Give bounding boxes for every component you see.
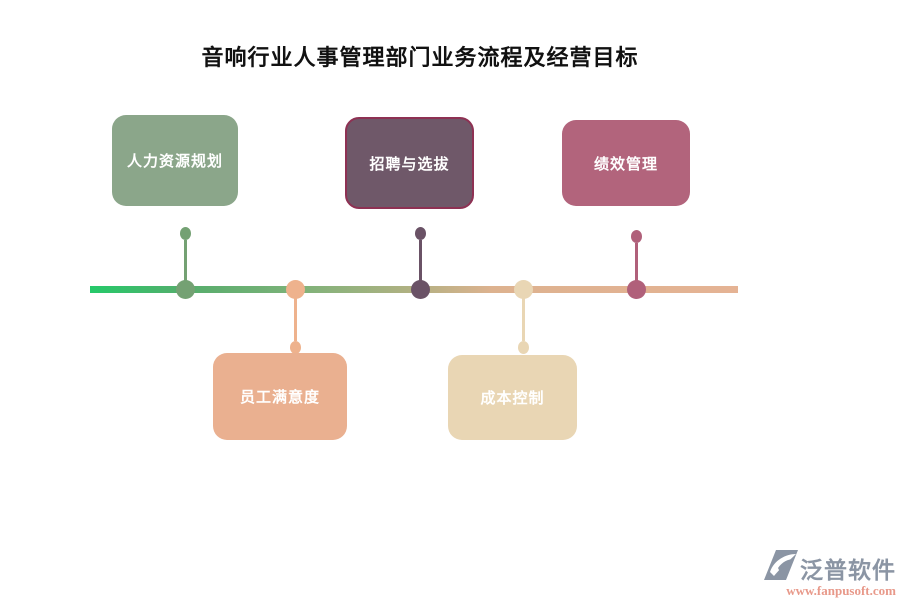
brand-name: 泛普软件	[800, 556, 896, 583]
connector-line	[419, 240, 422, 284]
brand-watermark: 泛普软件 www.fanpusoft.com	[744, 550, 896, 599]
connector-line	[294, 297, 297, 341]
node-label: 成本控制	[480, 390, 545, 407]
connector-line	[635, 243, 638, 284]
timeline-dot	[411, 280, 430, 299]
timeline-dot	[514, 280, 533, 299]
connector-dot	[290, 341, 301, 354]
brand-url: www.fanpusoft.com	[786, 583, 896, 598]
node-label: 人力资源规划	[126, 153, 223, 170]
timeline-dot	[176, 280, 195, 299]
timeline-dot	[286, 280, 305, 299]
timeline-dot	[627, 280, 646, 299]
page-title: 音响行业人事管理部门业务流程及经营目标	[201, 45, 639, 70]
node-label: 招聘与选拔	[369, 155, 450, 173]
connector-dot	[631, 230, 642, 243]
node-box-recruitment: 招聘与选拔	[345, 117, 474, 209]
fanpu-logo-icon	[764, 550, 798, 585]
node-box-satisfaction: 员工满意度	[213, 353, 347, 440]
connector-dot	[518, 341, 529, 354]
node-box-performance: 绩效管理	[562, 120, 690, 206]
connector-line	[522, 297, 525, 341]
node-label: 员工满意度	[239, 389, 320, 406]
connector-dot	[415, 227, 426, 240]
connector-line	[184, 240, 187, 284]
node-box-hr-planning: 人力资源规划	[112, 115, 238, 206]
node-box-cost-control: 成本控制	[448, 355, 577, 440]
node-label: 绩效管理	[593, 155, 658, 173]
connector-dot	[180, 227, 191, 240]
